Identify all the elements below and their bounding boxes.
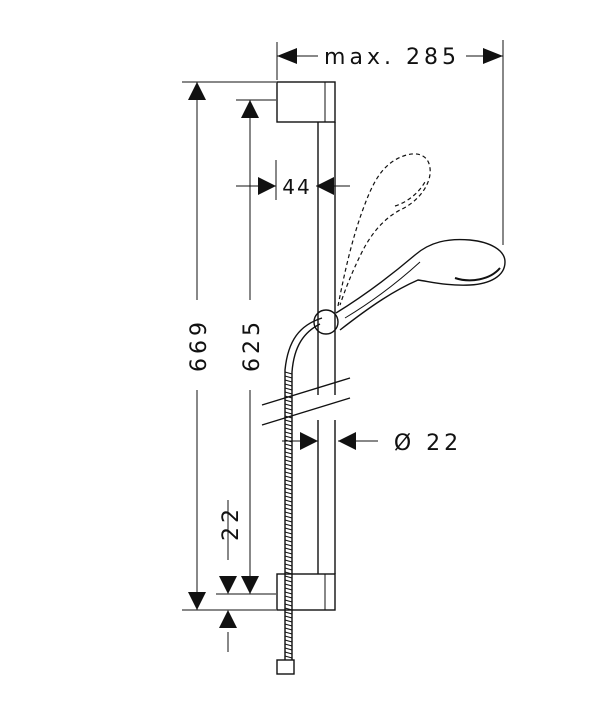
shower-hose [276, 317, 323, 675]
rail-height-label: 625 [240, 318, 265, 372]
total-height-dimension: 669 [182, 81, 276, 611]
max-width-dimension: max. 285 [276, 40, 504, 245]
max-width-label: max. 285 [324, 45, 460, 70]
wall-rail [261, 81, 351, 611]
slider-offset-dimension: 44 [236, 160, 350, 200]
slider-and-handshower [313, 153, 506, 335]
bottom-offset-label: 22 [219, 505, 244, 541]
total-height-label: 669 [187, 318, 212, 372]
rail-height-dimension: 625 [236, 99, 276, 595]
rail-diameter-label: Ø 22 [394, 431, 462, 456]
bottom-offset-dimension: 22 [216, 500, 244, 652]
slider-offset-label: 44 [282, 175, 311, 199]
rail-diameter-dimension: Ø 22 [282, 431, 462, 456]
